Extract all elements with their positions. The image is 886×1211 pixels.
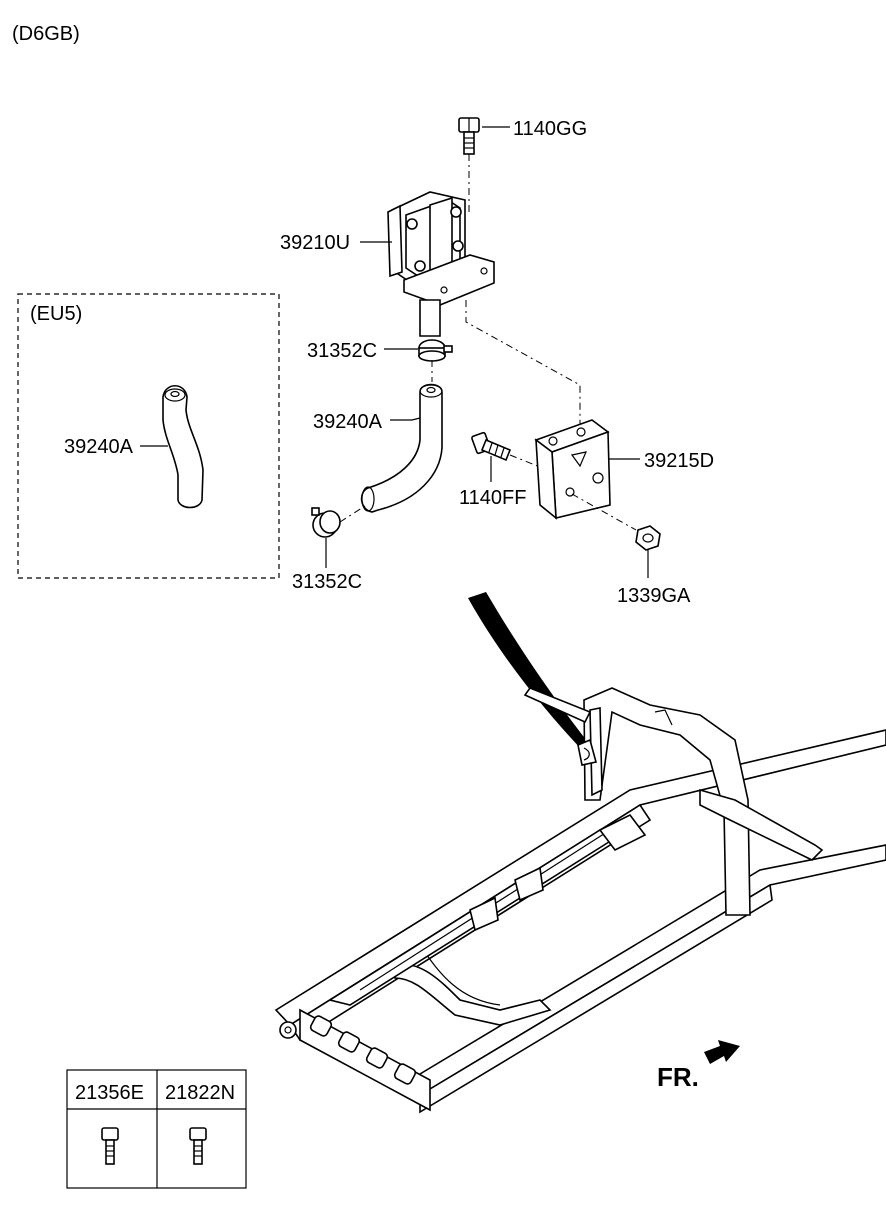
bolt-icon-21356E	[101, 1127, 119, 1165]
callout-clamp-upper[interactable]: 31352C	[307, 340, 377, 362]
assembly-line-canister-bracket	[465, 300, 581, 425]
bolt-bracket[interactable]	[471, 431, 512, 462]
vehicle-frame	[274, 687, 886, 1114]
callout-canister[interactable]: 39210U	[280, 232, 350, 254]
assembly-line-nut	[571, 493, 637, 531]
nut[interactable]	[635, 525, 661, 551]
callout-nut[interactable]: 1339GA	[617, 585, 691, 607]
callout-bolt-top[interactable]: 1140GG	[513, 118, 587, 140]
callout-clamp-lower[interactable]: 31352C	[292, 571, 362, 593]
bolt-top[interactable]	[458, 117, 480, 155]
bolt-icon-21822N	[189, 1127, 207, 1165]
callout-bolt-bracket[interactable]: 1140FF	[459, 487, 526, 509]
legend-col-21356E: 21356E	[75, 1082, 144, 1104]
variant-label: (D6GB)	[12, 23, 80, 45]
legend-col-21822N: 21822N	[165, 1082, 235, 1104]
clamp-upper[interactable]	[418, 339, 453, 362]
callout-bracket[interactable]: 39215D	[644, 450, 714, 472]
eu5-region-box	[17, 293, 280, 579]
callout-hose[interactable]: 39240A	[313, 411, 383, 433]
eu5-region-label: (EU5)	[30, 303, 82, 325]
front-indicator-label: FR.	[657, 1062, 699, 1092]
assembly-line-clamp-lower	[339, 505, 366, 523]
canister-assembly[interactable]	[387, 191, 495, 337]
legend-table	[66, 1069, 247, 1189]
hose[interactable]	[360, 383, 443, 513]
hose-eu5[interactable]	[162, 384, 204, 509]
leader-hose	[390, 417, 421, 421]
callout-hose-eu5[interactable]: 39240A	[64, 436, 134, 458]
front-arrow-icon	[704, 1040, 740, 1064]
bracket[interactable]	[534, 419, 611, 520]
clamp-lower[interactable]	[311, 507, 341, 538]
location-pointer	[468, 592, 590, 750]
